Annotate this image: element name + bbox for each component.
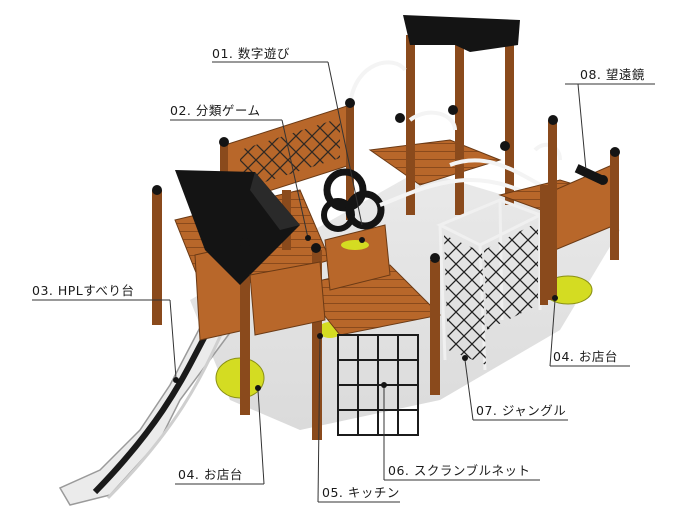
right-wing [498, 120, 619, 305]
label-telescope: 08. 望遠鏡 [580, 67, 645, 82]
back-deck [368, 139, 502, 186]
label-shop-counter-right: 04. お店台 [553, 349, 618, 364]
label-scramble-net: 06. スクランブルネット [388, 463, 531, 478]
leader-lines [32, 61, 655, 503]
label-sorting-game: 02. 分類ゲーム [170, 103, 261, 118]
scramble-net [337, 334, 419, 436]
label-jungle-gym: 07. ジャングル [476, 403, 567, 418]
tall-tower [403, 15, 520, 215]
jungle-net [444, 222, 538, 365]
label-kitchen: 05. キッチン [322, 485, 400, 500]
center-deck [249, 224, 442, 395]
number-game-wheels [321, 168, 385, 232]
post-caps [152, 98, 620, 263]
left-tower [152, 170, 331, 440]
label-shop-counter-left: 04. お店台 [178, 467, 243, 482]
label-hpl-slide: 03. HPLすべり台 [32, 283, 135, 298]
telescope [574, 164, 608, 185]
label-number-game: 01. 数字遊び [212, 46, 290, 61]
leader-dots [173, 169, 589, 391]
steel-rails [348, 60, 562, 207]
